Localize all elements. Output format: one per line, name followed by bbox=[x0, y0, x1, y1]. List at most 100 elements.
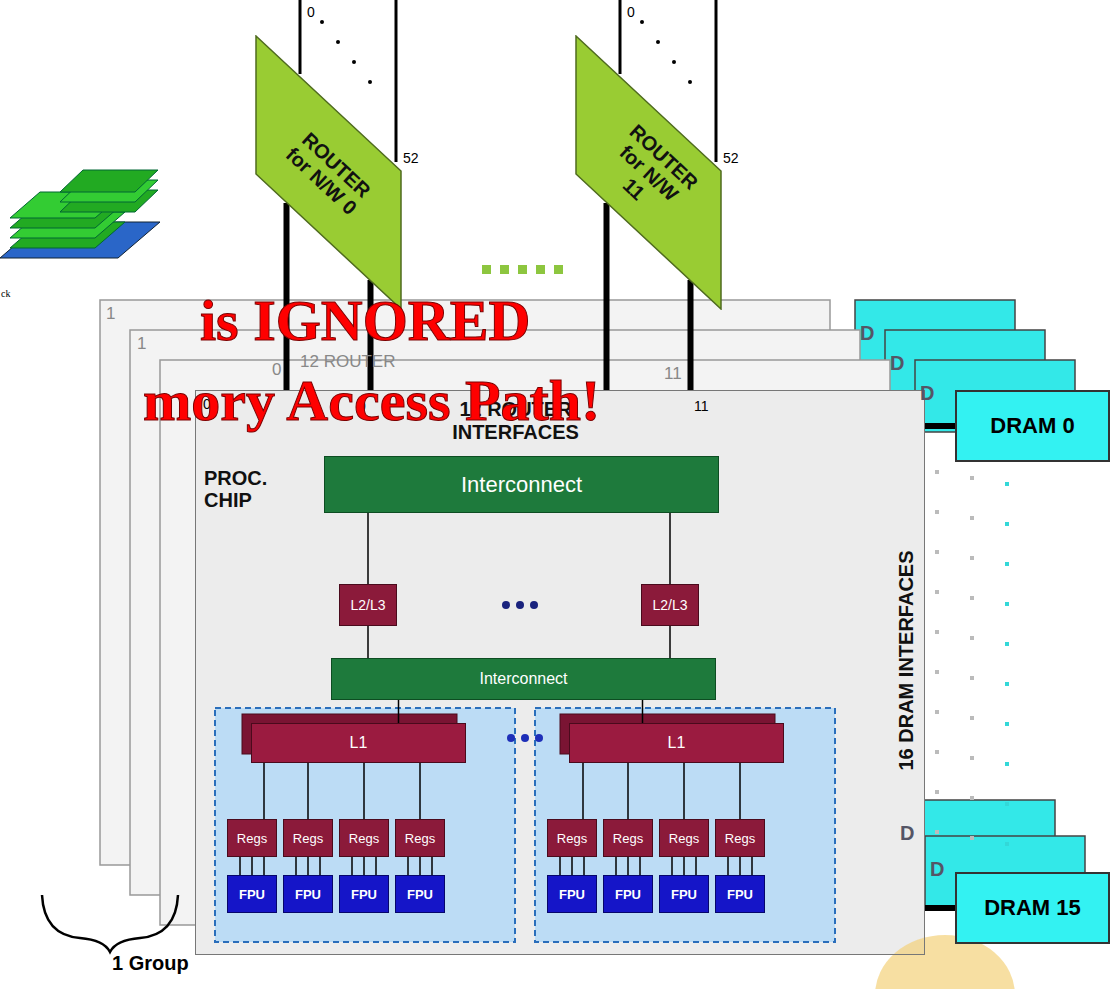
connector-line bbox=[739, 763, 741, 819]
router-shape bbox=[256, 36, 401, 309]
register-box: Regs bbox=[659, 819, 709, 857]
connector-line bbox=[307, 763, 309, 819]
connector-line bbox=[363, 763, 365, 819]
connector-line bbox=[398, 700, 400, 723]
dot bbox=[970, 516, 974, 520]
router-ellipsis bbox=[482, 265, 563, 274]
node-text: Regs bbox=[237, 831, 267, 846]
dram-label: D bbox=[900, 822, 914, 845]
dot bbox=[935, 670, 939, 674]
dot bbox=[935, 630, 939, 634]
node-text: FPU bbox=[351, 887, 377, 902]
node-text: Regs bbox=[557, 831, 587, 846]
router-parallelogram: ROUTER for N/W 0 bbox=[255, 35, 402, 310]
port-number: 0 bbox=[307, 4, 315, 20]
cache-box: L1 bbox=[569, 723, 784, 763]
group-label: 1 Group bbox=[112, 952, 189, 975]
cache-box: L2/L3 bbox=[339, 584, 397, 626]
dot bbox=[970, 476, 974, 480]
dot bbox=[1005, 562, 1009, 566]
node-text: FPU bbox=[727, 887, 753, 902]
node-text: FPU bbox=[671, 887, 697, 902]
dot bbox=[1005, 602, 1009, 606]
node-text: L1 bbox=[350, 734, 368, 752]
port-number: 52 bbox=[403, 150, 419, 166]
dram-label: D bbox=[920, 382, 934, 405]
fpu-box: FPU bbox=[603, 875, 653, 913]
back-chip-label: 1 bbox=[137, 334, 146, 354]
connector-line bbox=[582, 763, 584, 819]
node-text: DRAM 0 bbox=[990, 413, 1074, 439]
dot bbox=[935, 590, 939, 594]
fpu-box: FPU bbox=[395, 875, 445, 913]
connector-line bbox=[672, 857, 696, 875]
dot bbox=[935, 830, 939, 834]
connector-line bbox=[367, 626, 369, 658]
register-box: Regs bbox=[547, 819, 597, 857]
node-text: Regs bbox=[613, 831, 643, 846]
fpu-box: FPU bbox=[715, 875, 765, 913]
dot bbox=[970, 716, 974, 720]
connector-line bbox=[642, 700, 644, 723]
back-chip-label: 11 bbox=[664, 364, 682, 384]
dram-box: DRAM 15 bbox=[955, 872, 1110, 944]
connector-line bbox=[560, 857, 584, 875]
node-text: FPU bbox=[615, 887, 641, 902]
connector-line bbox=[728, 857, 752, 875]
dot bbox=[935, 790, 939, 794]
interconnect-bar: Interconnect bbox=[331, 658, 716, 700]
node-text: Interconnect bbox=[479, 670, 567, 688]
front-chip-fill bbox=[195, 390, 925, 955]
fpu-box: FPU bbox=[339, 875, 389, 913]
node-text: DRAM 15 bbox=[984, 895, 1081, 921]
cache-box: L2/L3 bbox=[641, 584, 699, 626]
connector-line bbox=[683, 763, 685, 819]
dot bbox=[970, 796, 974, 800]
dot bbox=[970, 756, 974, 760]
dot bbox=[970, 836, 974, 840]
icon-caption: ck bbox=[1, 288, 10, 299]
connector-line bbox=[627, 763, 629, 819]
node-text: L1 bbox=[668, 734, 686, 752]
overlay-title: is IGNORED bbox=[200, 292, 530, 350]
dot bbox=[970, 596, 974, 600]
dram-label: D bbox=[930, 858, 944, 881]
connector-line bbox=[925, 905, 955, 911]
dot bbox=[935, 710, 939, 714]
overlay-title: mory Access Path! bbox=[143, 372, 600, 430]
dot bbox=[1005, 722, 1009, 726]
node-text: Interconnect bbox=[461, 472, 582, 498]
register-box: Regs bbox=[395, 819, 445, 857]
node-text: Regs bbox=[293, 831, 323, 846]
dot bbox=[935, 550, 939, 554]
back-chip-label: 12 ROUTER bbox=[300, 352, 395, 372]
dot bbox=[1005, 482, 1009, 486]
fpu-box: FPU bbox=[283, 875, 333, 913]
interconnect-bar: Interconnect bbox=[324, 456, 719, 513]
fpu-box: FPU bbox=[659, 875, 709, 913]
node-text: FPU bbox=[239, 887, 265, 902]
connector-line bbox=[263, 763, 265, 819]
connector-line bbox=[296, 857, 320, 875]
port-number: 0 bbox=[627, 4, 635, 20]
dot bbox=[970, 636, 974, 640]
node-text: FPU bbox=[559, 887, 585, 902]
connector-line bbox=[669, 626, 671, 658]
connector-line bbox=[240, 857, 264, 875]
node-text: L2/L3 bbox=[652, 597, 687, 613]
dot bbox=[1005, 842, 1009, 846]
port-number: 52 bbox=[723, 150, 739, 166]
processor-chip: PROC. CHIPInterconnectL2/L3L2/L3Intercon… bbox=[195, 390, 925, 955]
dram-box: DRAM 0 bbox=[955, 390, 1110, 462]
interface-number: 11 bbox=[694, 398, 709, 414]
dot bbox=[1005, 642, 1009, 646]
node-text: Regs bbox=[349, 831, 379, 846]
node-text: FPU bbox=[295, 887, 321, 902]
interface-label: 16 DRAM INTERFACES bbox=[895, 550, 918, 770]
connector-line bbox=[419, 763, 421, 819]
dram-label: D bbox=[860, 322, 874, 345]
node-text: PROC. CHIP bbox=[204, 467, 276, 511]
back-chip-label: 1 bbox=[106, 304, 115, 324]
fpu-box: FPU bbox=[227, 875, 277, 913]
